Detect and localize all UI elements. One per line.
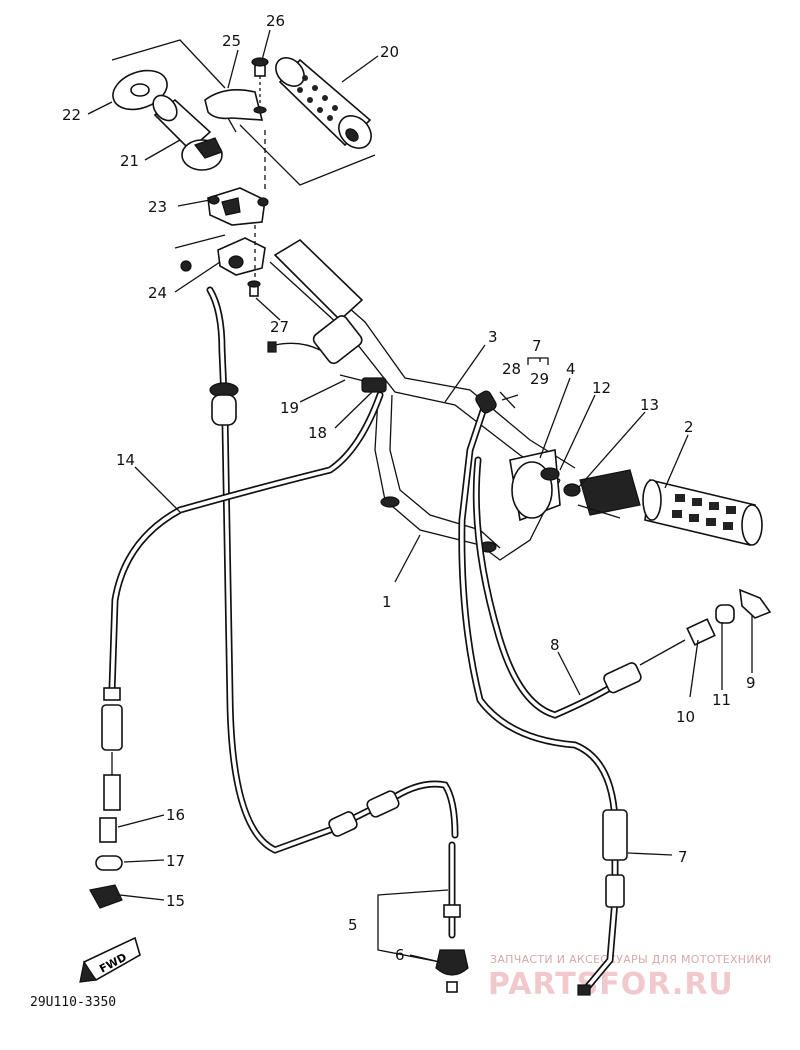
left-bar-end — [273, 238, 364, 322]
callout-15: 15 — [166, 892, 185, 910]
part-9-wingnut — [739, 588, 772, 619]
clutch-lever-bracket — [312, 315, 363, 365]
callout-25: 25 — [222, 32, 241, 50]
part-21-throttle-tube — [152, 94, 223, 171]
callout-1: 1 — [382, 593, 392, 611]
callout-5: 5 — [348, 916, 358, 934]
exploded-view-lines — [111, 39, 376, 280]
callout-14: 14 — [116, 451, 135, 469]
callout-22: 22 — [62, 106, 81, 124]
part-7-cable — [458, 390, 628, 996]
callout-20: 20 — [380, 43, 399, 61]
callout-17: 17 — [166, 852, 185, 870]
catalog-code: 29U110-3350 — [30, 995, 116, 1010]
part-13-adjuster — [563, 483, 581, 497]
callout-27: 27 — [270, 318, 289, 336]
part-15-cap — [89, 884, 123, 909]
part-14-cable — [101, 391, 384, 811]
part-26-screw — [251, 57, 269, 114]
callout-23: 23 — [148, 198, 167, 216]
throttle-lever — [579, 469, 641, 516]
part-24-housing-lower — [180, 237, 266, 276]
callout-21: 21 — [120, 152, 139, 170]
watermark-brand: PARTSFOR.RU — [488, 967, 734, 1002]
watermark: ЗАПЧАСТИ И АКСЕССУАРЫ ДЛЯ МОТОТЕХНИКИ PA… — [488, 953, 772, 1002]
part-8-cable — [472, 456, 686, 719]
callout-3: 3 — [488, 328, 498, 346]
part-16-spring — [99, 817, 117, 843]
callout-18: 18 — [308, 424, 327, 442]
callout-7: 7 — [678, 848, 688, 866]
part-23-housing-upper — [207, 187, 269, 226]
callout-6: 6 — [395, 946, 405, 964]
callout-11: 11 — [712, 691, 731, 709]
callout-16: 16 — [166, 806, 185, 824]
part-20-grip — [275, 57, 372, 149]
part-10-adjuster — [686, 618, 716, 646]
callout-7-group: 7 — [532, 337, 542, 355]
callout-8: 8 — [550, 636, 560, 654]
parts-28-29-fitting — [499, 391, 519, 409]
part-25-cover — [204, 89, 264, 121]
callout-24: 24 — [148, 284, 167, 302]
callout-13: 13 — [640, 396, 659, 414]
watermark-tagline: ЗАПЧАСТИ И АКСЕССУАРЫ ДЛЯ МОТОТЕХНИКИ — [490, 953, 772, 966]
callout-2: 2 — [684, 418, 694, 436]
part-19-adjuster — [361, 377, 387, 393]
part-12-nut — [540, 467, 560, 481]
part-17-collar — [95, 855, 123, 871]
callout-28: 28 — [502, 360, 521, 378]
throttle-cable — [206, 286, 469, 993]
fwd-arrow-icon: FWD — [79, 936, 141, 983]
callout-19: 19 — [280, 399, 299, 417]
callout-26: 26 — [266, 12, 285, 30]
callout-9: 9 — [746, 674, 756, 692]
callout-4: 4 — [566, 360, 576, 378]
leader-lines — [87, 29, 753, 963]
callout-29: 29 — [530, 370, 549, 388]
part-11-nut — [715, 604, 735, 624]
callouts: 1 2 3 4 5 6 7 7 8 9 10 11 12 13 14 15 16… — [62, 12, 756, 964]
callout-10: 10 — [676, 708, 695, 726]
callout-12: 12 — [592, 379, 611, 397]
part-27-screw — [247, 280, 261, 297]
right-grip — [642, 479, 763, 546]
